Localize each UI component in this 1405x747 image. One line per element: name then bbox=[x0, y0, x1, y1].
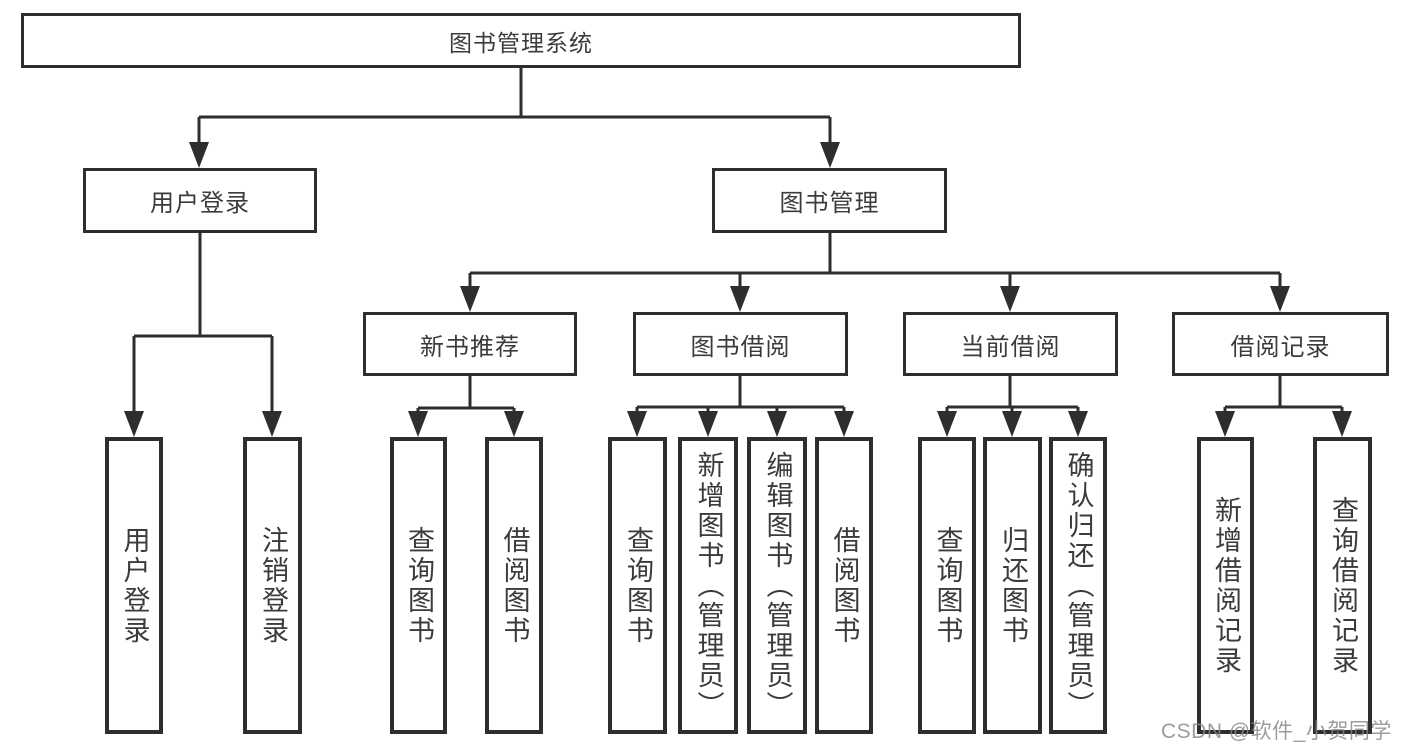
node-user-login: 用户登录 bbox=[83, 168, 317, 233]
node-current-borrowing-label: 当前借阅 bbox=[960, 333, 1061, 361]
leaf-newbook-query-books-label: 查询图书 bbox=[404, 525, 434, 646]
leaf-records-add-record-label: 新增借阅记录 bbox=[1211, 495, 1241, 676]
leaf-records-add-record: 新增借阅记录 bbox=[1197, 437, 1254, 734]
node-root-system: 图书管理系统 bbox=[21, 13, 1021, 68]
leaf-borrow-borrow-books-label: 借阅图书 bbox=[829, 525, 860, 646]
node-root-label: 图书管理系统 bbox=[449, 29, 593, 56]
leaf-current-return-books: 归还图书 bbox=[983, 437, 1042, 734]
leaf-records-query-record: 查询借阅记录 bbox=[1313, 437, 1372, 734]
leaf-borrow-query-books: 查询图书 bbox=[608, 437, 667, 734]
node-book-management-label: 图书管理 bbox=[779, 190, 880, 217]
leaf-current-query-books: 查询图书 bbox=[918, 437, 976, 734]
leaf-records-query-record-label: 查询借阅记录 bbox=[1328, 495, 1358, 676]
node-borrowing-records-label: 借阅记录 bbox=[1230, 333, 1331, 361]
leaf-user-login-label: 用户登录 bbox=[119, 525, 150, 646]
node-book-management: 图书管理 bbox=[712, 168, 947, 233]
node-user-login-label: 用户登录 bbox=[150, 190, 250, 217]
leaf-borrow-query-books-label: 查询图书 bbox=[623, 525, 653, 646]
leaf-borrow-add-books-admin: 新增图书（管理员） bbox=[678, 437, 738, 734]
leaf-newbook-borrow-books: 借阅图书 bbox=[485, 437, 543, 734]
leaf-current-return-books-label: 归还图书 bbox=[998, 525, 1028, 646]
leaf-newbook-borrow-books-label: 借阅图书 bbox=[499, 525, 530, 646]
leaf-user-login: 用户登录 bbox=[105, 437, 163, 734]
leaf-newbook-query-books: 查询图书 bbox=[390, 437, 447, 734]
leaf-current-confirm-return-admin-label: 确认归还（管理员） bbox=[1063, 450, 1094, 721]
leaf-borrow-edit-books-admin-label: 编辑图书（管理员） bbox=[762, 450, 793, 721]
node-book-borrowing: 图书借阅 bbox=[633, 312, 848, 376]
leaf-logout-login: 注销登录 bbox=[243, 437, 302, 734]
node-borrowing-records: 借阅记录 bbox=[1172, 312, 1389, 376]
leaf-borrow-edit-books-admin: 编辑图书（管理员） bbox=[747, 437, 807, 734]
node-new-book-recommend-label: 新书推荐 bbox=[420, 333, 520, 361]
csdn-watermark: CSDN @软件_小贺同学 bbox=[1161, 720, 1392, 743]
node-book-borrowing-label: 图书借阅 bbox=[690, 333, 791, 361]
leaf-logout-login-label: 注销登录 bbox=[258, 525, 288, 646]
leaf-borrow-add-books-admin-label: 新增图书（管理员） bbox=[693, 450, 724, 721]
leaf-current-query-books-label: 查询图书 bbox=[932, 525, 963, 646]
leaf-current-confirm-return-admin: 确认归还（管理员） bbox=[1049, 437, 1107, 734]
node-current-borrowing: 当前借阅 bbox=[903, 312, 1118, 376]
leaf-borrow-borrow-books: 借阅图书 bbox=[815, 437, 873, 734]
node-new-book-recommend: 新书推荐 bbox=[363, 312, 577, 376]
